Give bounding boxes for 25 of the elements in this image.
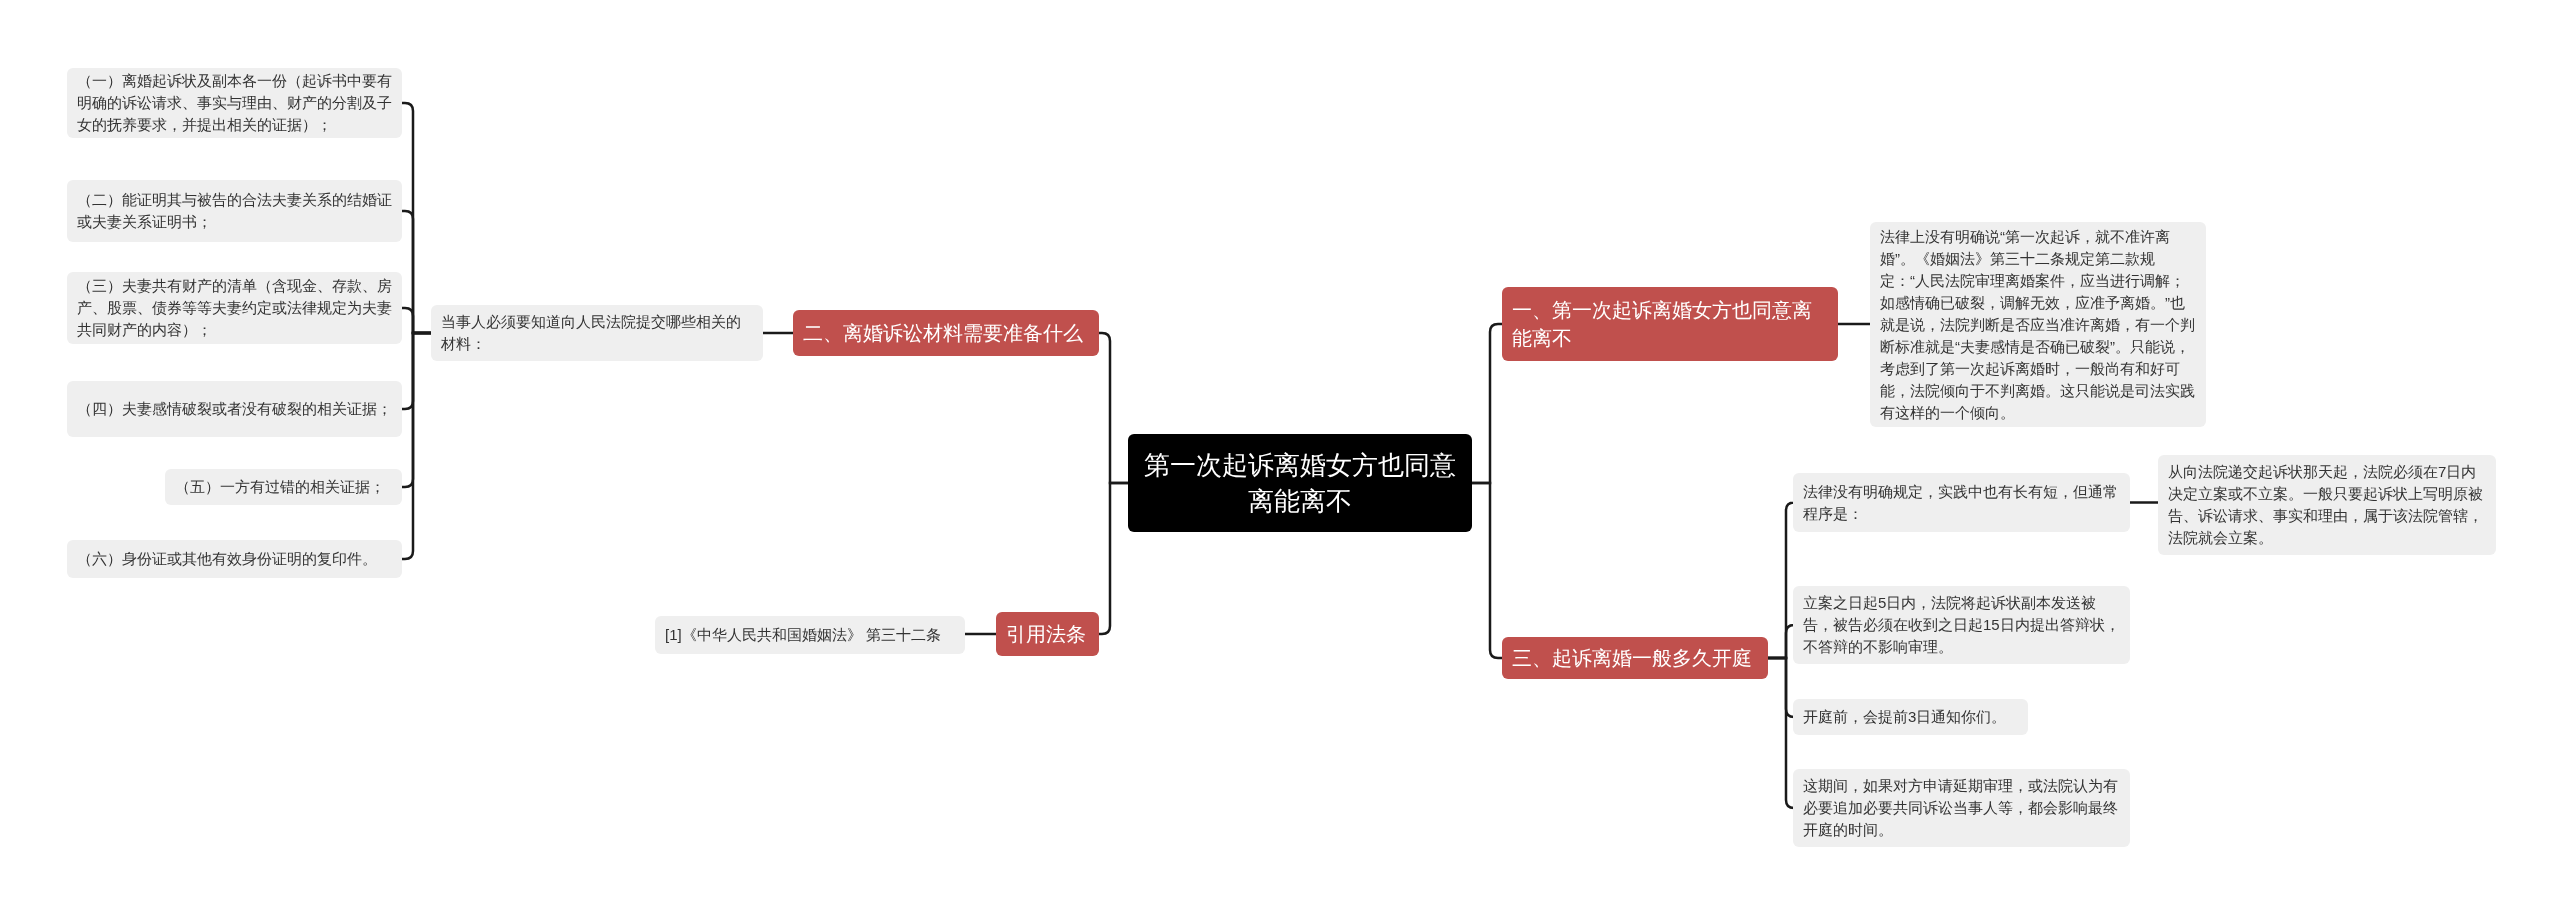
- connector-line: [965, 632, 996, 636]
- note-box: 这期间，如果对方申请延期审理，或法院认为有必要追加必要共同诉讼当事人等，都会影响最终开庭的时间。: [1793, 769, 2130, 847]
- note-box: 从向法院递交起诉状那天起，法院必须在7日内决定立案或不立案。一般只要起诉状上写明原被告、诉讼请求、事实和理由，属于该法院管辖，法院就会立案。: [2158, 455, 2496, 555]
- note-box: 立案之日起5日内，法院将起诉状副本发送被告，被告必须在收到之日起15日内提出答辩状，不答辩的不影响审理。: [1793, 586, 2130, 664]
- connector-line: [2130, 501, 2158, 504]
- note-box: （三）夫妻共有财产的清单（含现金、存款、房产、股票、债券等等夫妻约定或法律规定为夫妻共同财产的内容）；: [67, 272, 402, 344]
- note-box: 当事人必须要知道向人民法院提交哪些相关的材料：: [431, 305, 763, 361]
- note-box: [1]《中华人民共和国婚姻法》 第三十二条: [655, 616, 965, 654]
- connector-line: [402, 331, 431, 561]
- connector-line: [1838, 322, 1870, 326]
- note-box: （六）身份证或其他有效身份证明的复印件。: [67, 540, 402, 578]
- connector-line: [1099, 481, 1128, 636]
- note-box: 法律上没有明确说“第一次起诉，就不准许离婚”。《婚姻法》第三十二条规定第二款规定：“人民法院审理离婚案件，应当进行调解；如感情确已破裂，调解无效，应准予离婚。”也就是说，法院判断是否应当准许离婚，有一个判断标准就是“夫妻感情是否确已破裂”。只能说，考虑到了第一次起诉离婚时，一般尚有和好可能，法院倾向于不判离婚。这只能说是司法实践有这样的一个倾向。: [1870, 222, 2206, 427]
- central-topic-box: 第一次起诉离婚女方也同意离能离不: [1128, 434, 1472, 532]
- note-box: 法律没有明确规定，实践中也有长有短，但通常程序是：: [1793, 473, 2130, 532]
- note-box: （四）夫妻感情破裂或者没有破裂的相关证据；: [67, 381, 402, 437]
- connector-line: [763, 331, 793, 335]
- note-box: 开庭前，会提前3日通知你们。: [1793, 699, 2028, 735]
- topic-box: 引用法条: [996, 612, 1099, 656]
- note-box: （二）能证明其与被告的合法夫妻关系的结婚证或夫妻关系证明书；: [67, 180, 402, 242]
- note-box: （五）一方有过错的相关证据；: [165, 469, 402, 505]
- note-box: （一）离婚起诉状及副本各一份（起诉书中要有明确的诉讼请求、事实与理由、财产的分割及子女的抚养要求，并提出相关的证据）；: [67, 68, 402, 138]
- topic-box: 三、起诉离婚一般多久开庭: [1502, 637, 1768, 679]
- topic-box: 一、第一次起诉离婚女方也同意离能离不: [1502, 287, 1838, 361]
- topic-box: 二、离婚诉讼材料需要准备什么: [793, 310, 1099, 356]
